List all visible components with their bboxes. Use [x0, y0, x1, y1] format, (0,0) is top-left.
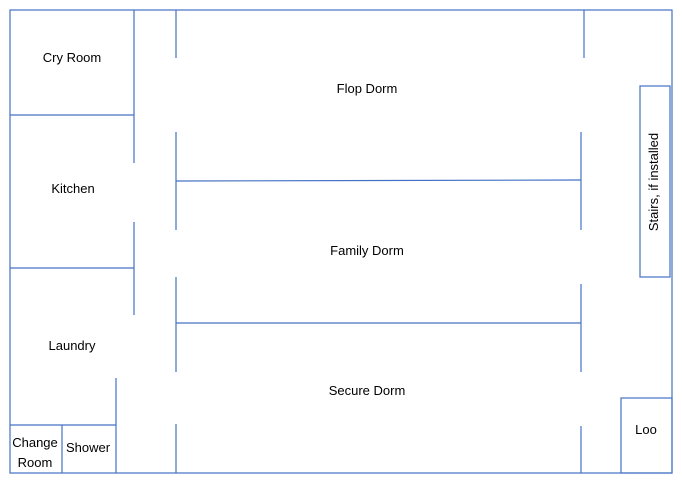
change-room-label-line1: Change: [12, 435, 58, 450]
room-labels: Cry Room Kitchen Laundry Change Room Sho…: [12, 50, 661, 470]
loo-box: [620, 397, 673, 474]
stairs-label: Stairs, if installed: [646, 133, 661, 231]
secure-dorm-label: Secure Dorm: [329, 383, 406, 398]
walls: [9, 9, 673, 474]
kitchen-label: Kitchen: [51, 181, 94, 196]
family-dorm-label: Family Dorm: [330, 243, 404, 258]
change-room-label-line2: Room: [18, 455, 53, 470]
cry-room-label: Cry Room: [43, 50, 102, 65]
outer-wall: [9, 9, 673, 474]
flop-family-divider: [175, 179, 582, 182]
loo-label: Loo: [635, 422, 657, 437]
flop-dorm-label: Flop Dorm: [337, 81, 398, 96]
shower-label: Shower: [66, 440, 111, 455]
laundry-label: Laundry: [49, 338, 96, 353]
stairs-box: [639, 85, 671, 278]
